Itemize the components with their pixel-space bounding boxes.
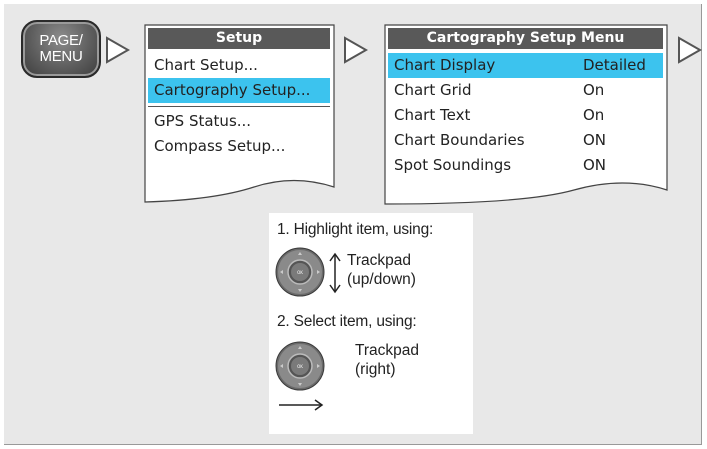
trackpad-icon: OK xyxy=(275,247,325,297)
page-key-line1: PAGE/ xyxy=(39,32,83,49)
svg-text:OK: OK xyxy=(297,364,303,369)
menu-item-cartography-setup[interactable]: Cartography Setup... xyxy=(148,78,330,103)
menu-item-gps-status[interactable]: GPS Status... xyxy=(148,109,330,134)
menu-item-spot-soundings[interactable]: Spot Soundings ON xyxy=(388,153,663,178)
setup-card-outline xyxy=(144,24,335,203)
right-arrow-icon xyxy=(279,399,324,411)
instructions-box: 1. Highlight item, using: OK Trackpad (u… xyxy=(269,213,473,434)
menu-item-value: ON xyxy=(583,156,607,174)
page-menu-key[interactable]: PAGE/ MENU xyxy=(21,20,101,78)
menu-item-value: Detailed xyxy=(583,56,646,74)
menu-item-label: Spot Soundings xyxy=(394,156,512,174)
menu-item-label: Chart Boundaries xyxy=(394,131,525,149)
menu-item-value: On xyxy=(583,81,605,99)
menu-item-label: Chart Text xyxy=(394,106,471,124)
menu-item-chart-text[interactable]: Chart Text On xyxy=(388,103,663,128)
menu-item-chart-display[interactable]: Chart Display Detailed xyxy=(388,53,663,78)
up-down-arrow-icon xyxy=(329,252,341,294)
svg-text:OK: OK xyxy=(297,270,303,275)
menu-item-value: On xyxy=(583,106,605,124)
menu-item-label: Chart Display xyxy=(394,56,496,74)
menu-item-label: Cartography Setup... xyxy=(154,81,311,99)
menu-item-label: Compass Setup... xyxy=(154,137,286,155)
menu-item-chart-setup[interactable]: Chart Setup... xyxy=(148,53,330,78)
flow-arrow-icon xyxy=(106,36,131,64)
cartography-setup-menu: Cartography Setup Menu Chart Display Det… xyxy=(385,25,666,178)
step1-text: 1. Highlight item, using: xyxy=(277,221,434,238)
menu-divider xyxy=(148,106,330,107)
menu-item-label: GPS Status... xyxy=(154,112,252,130)
setup-menu: Setup Chart Setup... Cartography Setup..… xyxy=(145,25,333,159)
setup-menu-title: Setup xyxy=(148,28,330,49)
menu-item-chart-boundaries[interactable]: Chart Boundaries ON xyxy=(388,128,663,153)
menu-item-value: ON xyxy=(583,131,607,149)
control-label-line2: (up/down) xyxy=(347,271,416,288)
control-label-line1: Trackpad xyxy=(355,342,420,359)
menu-item-compass-setup[interactable]: Compass Setup... xyxy=(148,134,330,159)
trackpad-icon: OK xyxy=(275,341,325,391)
menu-item-label: Chart Grid xyxy=(394,81,472,99)
control-label-line2: (right) xyxy=(355,361,396,378)
menu-item-chart-grid[interactable]: Chart Grid On xyxy=(388,78,663,103)
cartography-menu-title: Cartography Setup Menu xyxy=(388,28,663,49)
step2-text: 2. Select item, using: xyxy=(277,313,417,330)
flow-arrow-icon xyxy=(344,36,369,64)
step1-control-label: Trackpad (up/down) xyxy=(347,251,416,289)
step2-control-label: Trackpad (right) xyxy=(355,341,419,379)
flow-arrow-icon xyxy=(678,36,703,64)
control-label-line1: Trackpad xyxy=(347,252,412,269)
page-key-line2: MENU xyxy=(39,48,83,65)
menu-item-label: Chart Setup... xyxy=(154,56,258,74)
